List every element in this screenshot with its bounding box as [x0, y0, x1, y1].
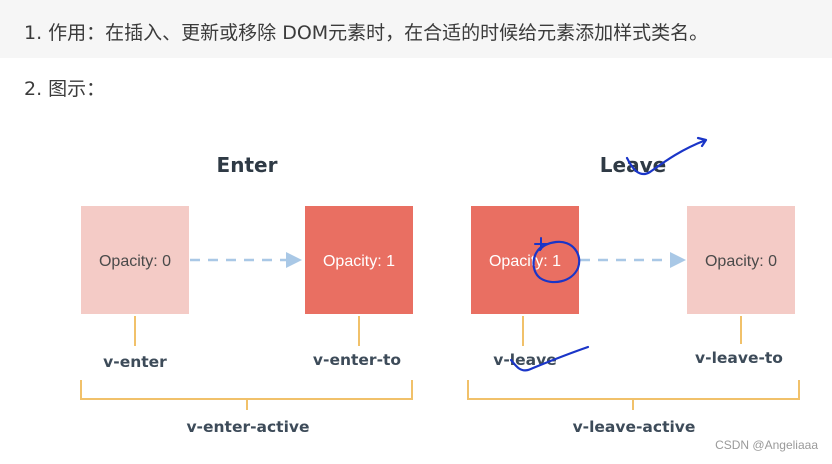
leave-to-box: [687, 206, 795, 314]
leave-from-box-label: Opacity: 1: [489, 253, 561, 270]
annotation-stroke-leave-title: [625, 136, 708, 176]
purpose-text: 1. 作用：在插入、更新或移除 DOM元素时，在合适的时候给元素添加样式类名。: [24, 22, 709, 44]
v-leave-label: v-leave: [493, 351, 556, 369]
top-strip: [0, 0, 832, 58]
enter-to-box-label: Opacity: 1: [323, 253, 395, 270]
v-enter-to-label: v-enter-to: [313, 351, 401, 369]
leave-active-bracket: [467, 380, 800, 400]
enter-title: Enter: [217, 153, 278, 177]
enter-from-box: [81, 206, 189, 314]
diagram-caption: 2. 图示：: [24, 78, 106, 100]
leave-title: Leave: [600, 153, 666, 177]
enter-active-bracket: [80, 380, 413, 400]
leave-to-box-label: Opacity: 0: [705, 253, 777, 270]
annotation-circle-opacity: [532, 240, 581, 284]
annotation-stroke-v-leave: [509, 345, 590, 372]
enter-to-box: [305, 206, 413, 314]
enter-arrow-head: [286, 252, 302, 268]
watermark: CSDN @Angeliaaa: [715, 438, 818, 452]
v-leave-active-label: v-leave-active: [573, 418, 696, 436]
v-leave-to-label: v-leave-to: [695, 349, 783, 367]
v-enter-active-label: v-enter-active: [186, 418, 309, 436]
enter-from-box-label: Opacity: 0: [99, 253, 171, 270]
leave-arrow-head: [670, 252, 686, 268]
leave-from-box: [471, 206, 579, 314]
v-enter-label: v-enter: [103, 353, 167, 371]
